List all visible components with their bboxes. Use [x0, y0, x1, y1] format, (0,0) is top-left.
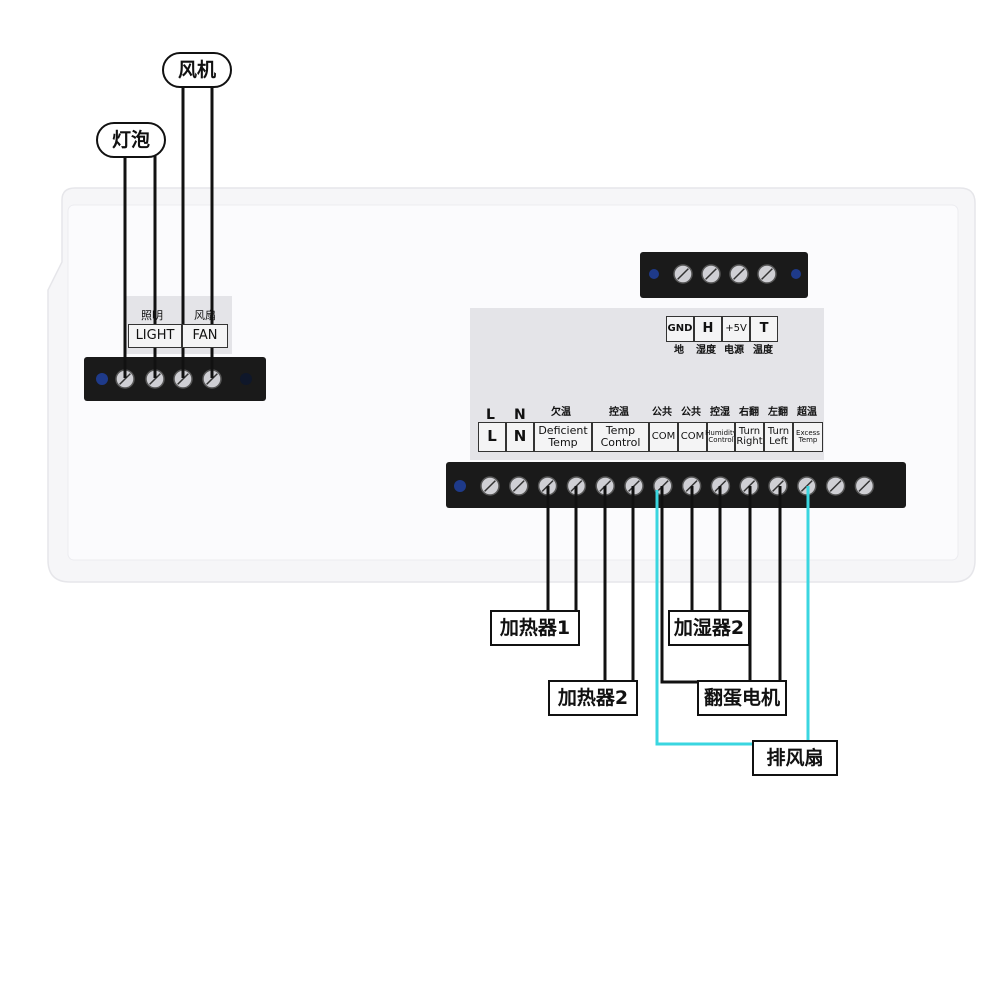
main-cn-n: N	[514, 407, 526, 423]
main-en-control: Temp Control	[592, 422, 649, 452]
main-en-turn-left: Turn Left	[764, 422, 793, 452]
main-cn-com2: 公共	[681, 407, 701, 418]
exhaust-fan-wire	[655, 486, 810, 746]
sensor-terminal-5v: +5V	[722, 316, 750, 342]
sensor-screw-slot-1	[677, 268, 689, 280]
main-en-deficient: Deficient Temp	[534, 422, 592, 452]
exhaust-fan-callout: 排风扇	[752, 740, 838, 776]
left-terminal-block	[84, 357, 266, 401]
sensor-cn-ground: 地	[674, 345, 684, 356]
sensor-terminal-block	[640, 252, 808, 298]
main-en-com2: COM	[678, 422, 707, 452]
main-en-com1: COM	[649, 422, 678, 452]
sensor-cn-power: 电源	[724, 345, 744, 356]
main-cn-control: 控温	[609, 407, 629, 418]
main-cn-deficient: 欠温	[551, 407, 571, 418]
sensor-cn-humidity: 湿度	[696, 345, 716, 356]
sensor-screw-slot-2	[705, 268, 717, 280]
sensor-terminal-h: H	[694, 316, 722, 342]
heater2-callout: 加热器2	[548, 680, 638, 716]
main-screw-slot-14	[858, 480, 871, 492]
sensor-screw-slot-4	[761, 268, 773, 280]
sensor-terminal-gnd: GND	[666, 316, 694, 342]
lower-wires	[546, 486, 782, 684]
left-screw-slot-4	[206, 373, 218, 385]
bulb-callout: 灯泡	[96, 122, 166, 158]
main-cn-turn-right: 右翻	[739, 407, 759, 418]
main-en-excess: Excess Temp	[793, 422, 823, 452]
main-en-n: N	[506, 422, 534, 452]
left-screw-slot-3	[177, 373, 189, 385]
main-screw-slot-11	[772, 480, 784, 492]
main-terminal-block	[446, 462, 906, 508]
fan-callout: 风机	[162, 52, 232, 88]
main-cn-humidity: 控湿	[710, 407, 730, 418]
main-cn-excess: 超温	[797, 407, 817, 418]
main-en-l: L	[478, 422, 506, 452]
light-en-label: LIGHT	[128, 324, 182, 348]
left-screw-slot-2	[149, 373, 161, 385]
egg-turning-motor-callout: 翻蛋电机	[697, 680, 787, 716]
fan-cn-label: 风扇	[194, 309, 216, 322]
sensor-screw-slot-3	[733, 268, 745, 280]
sensor-cn-temperature: 温度	[753, 345, 773, 356]
main-cn-com1: 公共	[652, 407, 672, 418]
main-en-humidity: Humidity Control	[705, 422, 737, 452]
heater1-callout: 加热器1	[490, 610, 580, 646]
main-screw-slot-2	[512, 480, 525, 492]
humidifier2-callout: 加湿器2	[668, 610, 750, 646]
fan-en-label: FAN	[182, 324, 228, 348]
main-screw-slot-1	[484, 480, 496, 492]
light-cn-label: 照明	[141, 309, 163, 322]
left-screw-slot-1	[119, 373, 131, 385]
main-cn-turn-left: 左翻	[768, 407, 788, 418]
sensor-terminal-t: T	[750, 316, 778, 342]
main-screw-slot-13	[829, 480, 842, 492]
main-en-turn-right: Turn Right	[735, 422, 764, 452]
main-cn-l: L	[486, 407, 495, 423]
